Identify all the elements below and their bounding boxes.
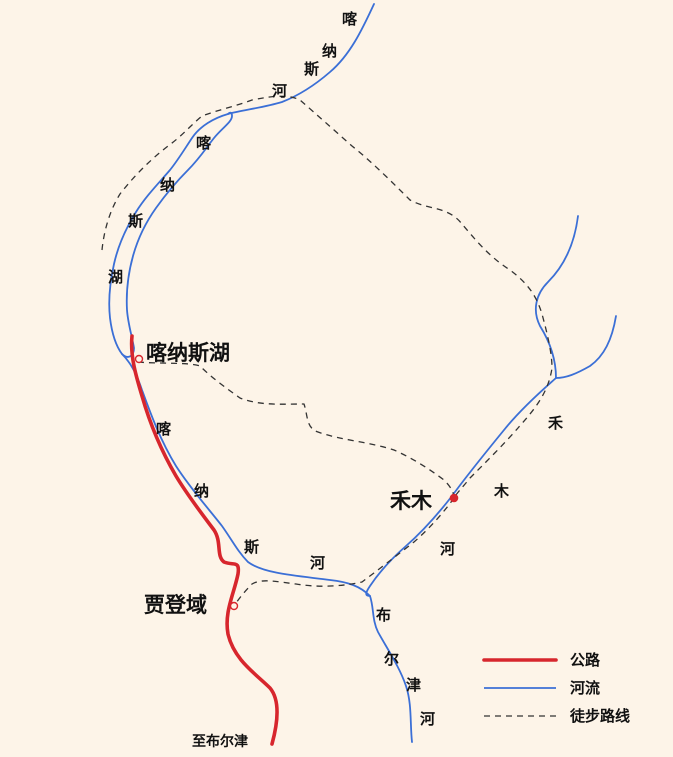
kanas-lake-label: 喀纳斯湖 <box>146 341 230 365</box>
hemu-river-main <box>365 377 557 597</box>
burqin-river-char: 河 <box>420 710 435 728</box>
kanas-river-top-char: 斯 <box>304 60 319 78</box>
kanas-river-mid-char: 喀 <box>156 420 171 438</box>
trail-lake-to-hemu <box>137 361 455 499</box>
to-burqin-label: 至布尔津 <box>192 733 248 750</box>
road <box>129 334 279 746</box>
burqin-river-char: 尔 <box>384 650 399 668</box>
hemu-river-char: 禾 <box>548 414 564 432</box>
kanas-river-top-char: 喀 <box>342 10 357 28</box>
kanas-lake-char: 纳 <box>160 176 175 194</box>
hemu-river-char: 木 <box>493 482 510 500</box>
kanas-river-top-char: 河 <box>272 82 287 100</box>
kanas-lake <box>108 111 233 358</box>
kanas-river-mid-char: 河 <box>310 554 325 572</box>
hemu-river-char: 河 <box>440 540 455 558</box>
legend-river-label: 河流 <box>570 679 600 697</box>
kanas-river-top-char: 纳 <box>322 42 337 60</box>
legend-trail-label: 徒步路线 <box>569 707 630 725</box>
hemu-river-north-branch <box>534 215 579 379</box>
hemu-marker <box>449 493 459 503</box>
jiadengyu-marker <box>229 601 239 611</box>
burqin-river-char: 津 <box>406 676 421 694</box>
hemu-label: 禾木 <box>390 489 433 513</box>
kanas-lake-char: 喀 <box>196 134 211 152</box>
kanas-river-mid-char: 纳 <box>194 482 209 500</box>
kanas-river-upper <box>227 3 375 115</box>
trail-hemu-to-jiadengyu <box>233 497 455 607</box>
legend: 公路 河流 徒步路线 <box>482 651 630 725</box>
kanas-lake-marker <box>134 354 144 364</box>
kanas-river-lower <box>121 353 413 743</box>
kanas-lake-char: 湖 <box>108 268 123 286</box>
kanas-lake-char: 斯 <box>128 212 143 230</box>
jiadengyu-label: 贾登域 <box>144 593 207 617</box>
hemu-river-east-branch <box>555 315 617 379</box>
legend-road-label: 公路 <box>570 651 601 669</box>
kanas-river-mid-char: 斯 <box>244 538 259 556</box>
trail-north-loop <box>101 95 553 499</box>
burqin-river-char: 布 <box>376 606 391 624</box>
